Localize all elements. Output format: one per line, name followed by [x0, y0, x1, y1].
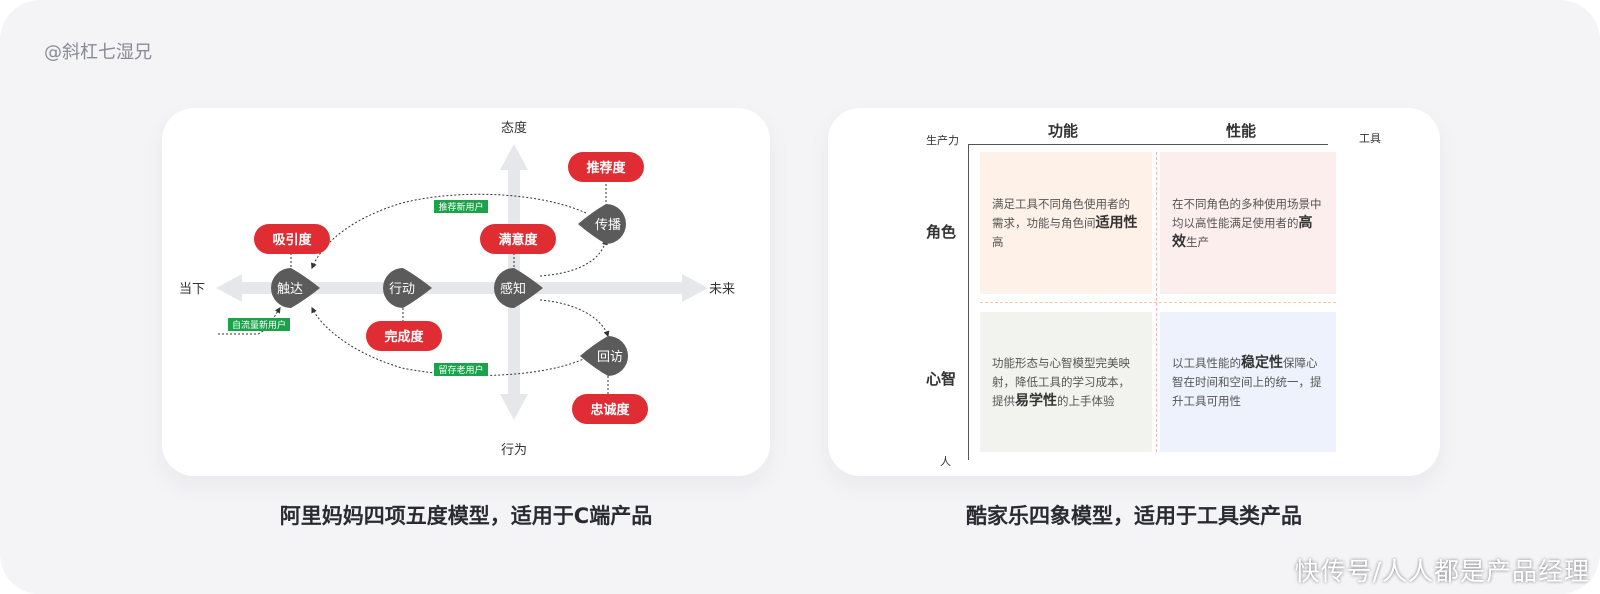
- tag-tuijian-new: 推荐新用户: [434, 200, 488, 213]
- axis-label-top: 态度: [501, 120, 527, 136]
- cell-func-mind-pre: 功能形态与心智模型完美映射，降低工具的学习成本，提供: [992, 355, 1130, 408]
- node-huifang: 回访: [580, 336, 628, 376]
- vertical-divider: [1156, 152, 1157, 452]
- axis-label-productivity: 生产力: [926, 134, 959, 147]
- flow-curve-revisit: [539, 299, 610, 338]
- right-caption: 酷家乐四象模型，适用于工具类产品: [966, 504, 1302, 528]
- tag-tuijian-new-label: 推荐新用户: [438, 201, 483, 213]
- badge-wancheng-label: 完成度: [384, 329, 424, 345]
- cell-func-mind: 功能形态与心智模型完美映射，降低工具的学习成本，提供易学性的上手体验: [980, 312, 1152, 452]
- cell-perf-mind-em: 稳定性: [1241, 354, 1283, 371]
- node-xingdong: 行动: [383, 268, 432, 308]
- node-chuda: 触达: [271, 268, 320, 308]
- cell-perf-role: 在不同角色的多种使用场景中均以高性能满足使用者的高效生产: [1160, 152, 1336, 294]
- node-chuanbo-label: 传播: [595, 218, 621, 233]
- axis-label-tool: 工具: [1359, 132, 1381, 145]
- node-xingdong-label: 行动: [389, 282, 415, 297]
- cell-perf-mind-pre: 以工具性能的: [1172, 355, 1241, 370]
- cell-func-role: 满足工具不同角色使用者的需求，功能与角色间适用性高: [980, 152, 1152, 294]
- four-items-five-degrees-card: 态度 行为 当下 未来 触达 行动: [162, 108, 770, 476]
- cell-perf-mind: 以工具性能的稳定性保障心智在时间和空间上的统一，提升工具可用性: [1160, 312, 1336, 452]
- row-mind: 心智: [926, 370, 957, 388]
- badge-zhongcheng-label: 忠诚度: [590, 402, 630, 418]
- node-ganzhi-label: 感知: [500, 281, 526, 297]
- badge-wancheng: 完成度: [366, 321, 442, 351]
- flow-curve-spread: [539, 238, 608, 277]
- node-chuda-label: 触达: [277, 282, 303, 297]
- badge-xiyin-label: 吸引度: [272, 232, 312, 248]
- cell-perf-role-pre: 在不同角色的多种使用场景中均以高性能满足使用者的: [1172, 196, 1322, 230]
- header-func: 功能: [1047, 122, 1078, 140]
- cell-func-role-em: 适用性: [1095, 214, 1138, 231]
- tag-liucun-old: 留存老用户: [434, 363, 488, 376]
- cell-func-role-pre: 满足工具不同角色使用者的需求，功能与角色间: [992, 196, 1130, 230]
- axis-label-left: 当下: [179, 282, 205, 297]
- badge-manyi: 满意度: [480, 224, 556, 254]
- cell-func-mind-em: 易学性: [1015, 392, 1057, 409]
- tag-liucun-old-label: 留存老用户: [438, 364, 483, 376]
- left-axis-line: [968, 144, 969, 460]
- badge-tuijian: 推荐度: [568, 152, 644, 182]
- quadrant-matrix: 生产力 工具 人 功能 性能 角色 心智 满足工具不同角色使用者的需求，功能与角…: [828, 108, 1440, 476]
- four-quadrant-card: 生产力 工具 人 功能 性能 角色 心智 满足工具不同角色使用者的需求，功能与角…: [828, 108, 1440, 476]
- flow-curve-retain: [311, 306, 587, 376]
- cell-perf-mind-post: 保障心智在时间和空间上的统一，提升工具可用性: [1172, 355, 1322, 408]
- axis-label-person: 人: [940, 455, 951, 468]
- badge-zhongcheng: 忠诚度: [572, 394, 648, 424]
- author-handle: @斜杠七湿兄: [44, 42, 152, 63]
- flow-curve-recommend: [311, 193, 587, 270]
- node-huifang-label: 回访: [597, 350, 623, 365]
- horizontal-divider: [980, 302, 1336, 303]
- axis-label-bottom: 行为: [501, 443, 527, 458]
- top-axis-line: [968, 144, 1328, 145]
- watermark: 快传号/人人都是产品经理: [1294, 557, 1590, 586]
- tag-ziliu-new: 自流量新用户: [228, 318, 290, 331]
- node-chuanbo: 传播: [578, 204, 626, 244]
- badge-manyi-label: 满意度: [498, 232, 538, 248]
- cell-perf-role-post: 生产: [1186, 234, 1209, 249]
- tag-ziliu-new-label: 自流量新用户: [232, 319, 286, 331]
- four-items-five-degrees-diagram: 态度 行为 当下 未来 触达 行动: [179, 120, 735, 458]
- badge-xiyin: 吸引度: [254, 224, 330, 254]
- cell-func-role-post: 高: [992, 234, 1004, 249]
- badge-tuijian-label: 推荐度: [586, 160, 626, 176]
- horizontal-axis: [216, 274, 708, 302]
- axis-label-right: 未来: [709, 282, 735, 297]
- row-role: 角色: [926, 223, 957, 241]
- left-caption: 阿里妈妈四项五度模型，适用于C端产品: [279, 504, 653, 528]
- cell-func-mind-post: 的上手体验: [1057, 393, 1115, 408]
- node-ganzhi: 感知: [494, 268, 543, 308]
- cell-perf-role-em: 高效: [1172, 214, 1313, 250]
- header-perf: 性能: [1225, 122, 1256, 140]
